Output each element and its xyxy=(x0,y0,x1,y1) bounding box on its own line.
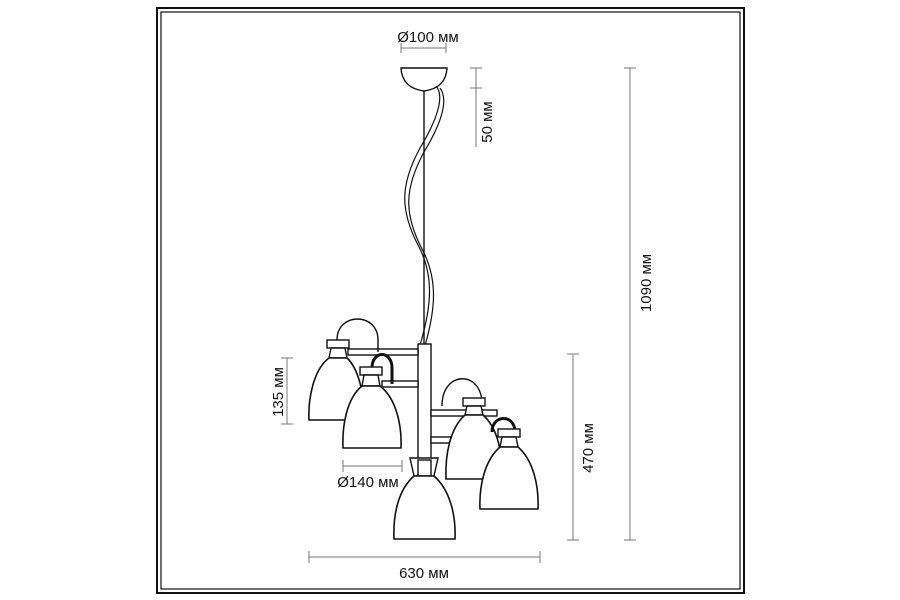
shade xyxy=(479,446,539,510)
dim-canopy-height: 50 мм xyxy=(470,67,496,147)
shade xyxy=(393,475,456,540)
inner-frame xyxy=(160,11,741,590)
canopy-height-label: 50 мм xyxy=(479,101,496,142)
canopy-diameter-label: Ø100 мм xyxy=(397,29,459,46)
body-height-label: 470 мм xyxy=(580,423,597,473)
suspension-wire xyxy=(404,85,441,346)
chandelier xyxy=(308,67,539,540)
total-width-label: 630 мм xyxy=(399,565,449,582)
shade xyxy=(342,385,402,449)
dim-shade-height: 135 мм xyxy=(270,357,293,425)
lamp-center xyxy=(393,457,456,540)
arm-bar-left-lower xyxy=(381,380,419,388)
lamp-right-front xyxy=(479,417,539,510)
suspension-wire-2 xyxy=(408,87,445,350)
outer-frame xyxy=(156,7,745,594)
dim-body-height: 470 мм xyxy=(567,353,597,541)
central-column xyxy=(417,343,432,477)
dim-total-width: 630 мм xyxy=(308,551,541,582)
total-height-label: 1090 мм xyxy=(638,254,655,312)
lamp-left-front xyxy=(342,353,402,449)
dim-canopy-diameter: Ø100 мм xyxy=(397,29,459,53)
shade-height-label: 135 мм xyxy=(270,367,287,417)
dim-shade-diameter: Ø140 мм xyxy=(337,460,403,491)
dim-total-height: 1090 мм xyxy=(624,67,655,541)
shade-diameter-label: Ø140 мм xyxy=(337,474,399,491)
ceiling-canopy xyxy=(400,67,448,92)
